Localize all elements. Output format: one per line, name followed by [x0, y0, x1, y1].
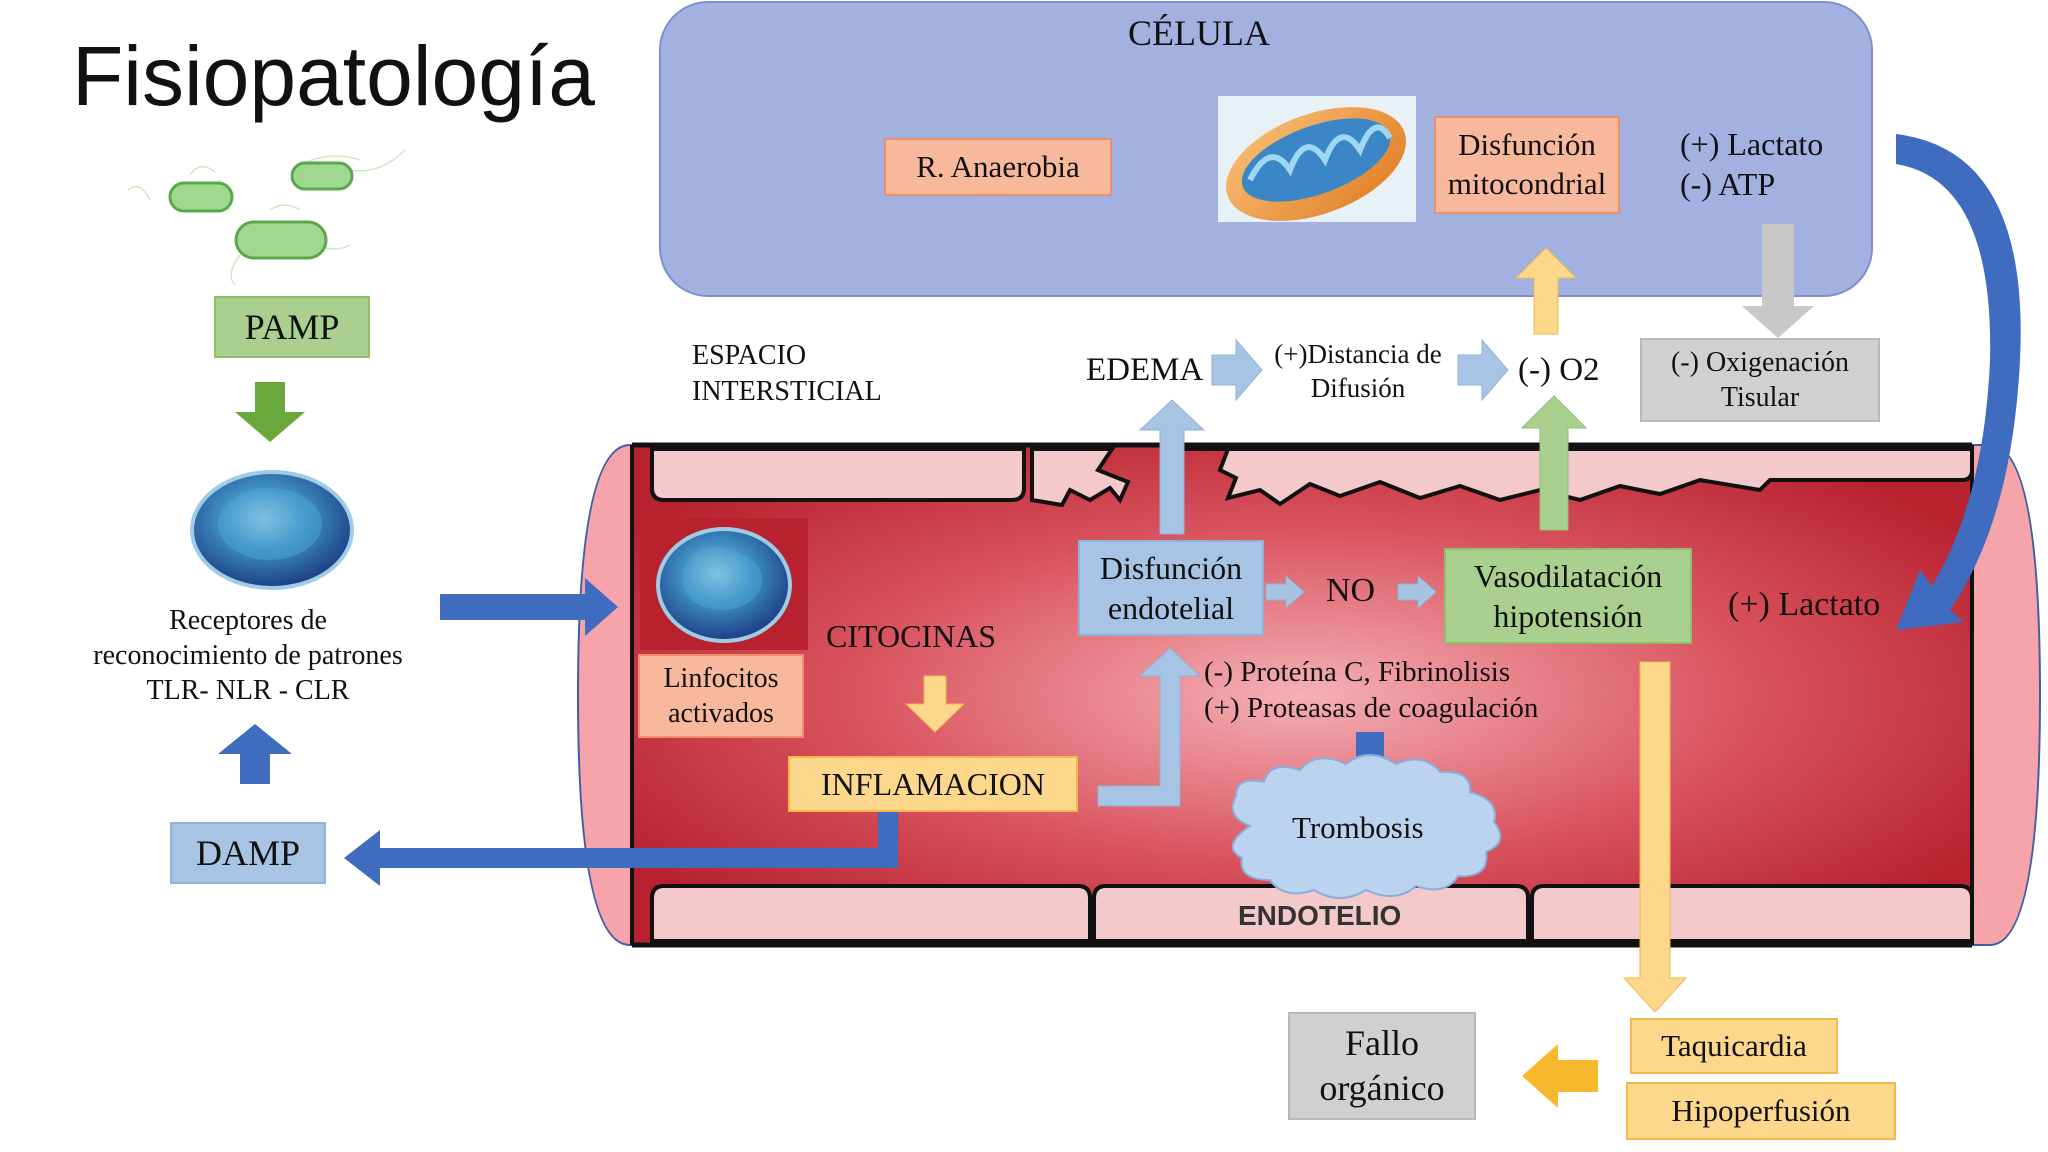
receptores-label: Receptores de reconocimiento de patrones…: [60, 598, 436, 712]
inflamacion-box: INFLAMACION: [788, 756, 1078, 812]
receptores-line3: TLR- NLR - CLR: [146, 674, 350, 706]
fallo-line1: Fallo: [1344, 1023, 1419, 1063]
inflamacion-label: INFLAMACION: [821, 766, 1045, 802]
vessel-lactato-label: (+) Lactato: [1728, 586, 1881, 623]
espacio-intersticial-line1: ESPACIO: [692, 340, 807, 371]
arrow-distancia-to-o2: [1457, 338, 1509, 402]
r-anaerobia-box: R. Anaerobia: [884, 138, 1112, 196]
pamp-label: PAMP: [244, 306, 340, 347]
vasodilatacion-line2: hipotensión: [1493, 598, 1643, 634]
arrow-citocinas-down: [904, 675, 966, 733]
linfocitos-box: Linfocitos activados: [638, 654, 804, 738]
lymphocyte-illustration: [656, 527, 792, 643]
espacio-intersticial-line2: INTERSTICIAL: [692, 376, 882, 407]
trombosis-cloud: [1231, 754, 1502, 899]
hipoperfusion-box: Hipoperfusión: [1626, 1082, 1896, 1140]
oxigenacion-line2: Tisular: [1720, 382, 1800, 413]
r-anaerobia-label: R. Anaerobia: [916, 148, 1080, 184]
cell-lactato-label: (+) Lactato: [1680, 126, 1824, 162]
arrow-atp-to-oxigenacion: [1742, 224, 1814, 338]
distancia-difusion-label: (+)Distancia de Difusión: [1262, 334, 1454, 410]
oxigenacion-line1: (-) Oxigenación: [1670, 347, 1850, 378]
receptores-line1: Receptores de: [169, 604, 327, 636]
disfuncion-mitocondrial-box: Disfunción mitocondrial: [1434, 116, 1620, 214]
hipoperfusion-label: Hipoperfusión: [1671, 1092, 1851, 1128]
edema-label: EDEMA: [1086, 352, 1204, 388]
trombosis-label: Trombosis: [1292, 810, 1424, 845]
disfuncion-endotelial-line2: endotelial: [1107, 590, 1235, 626]
oxigenacion-tisular-box: (-) Oxigenación Tisular: [1640, 338, 1880, 422]
cell-label: CÉLULA: [1128, 13, 1270, 53]
damp-box: DAMP: [170, 822, 326, 884]
no-label: NO: [1326, 572, 1376, 609]
endotelio-label: ENDOTELIO: [1238, 900, 1402, 931]
damp-label: DAMP: [195, 832, 301, 873]
disfuncion-endotelial-box: Disfunción endotelial: [1078, 540, 1264, 636]
bacteria-illustration: [127, 149, 406, 286]
arrow-lactato-curve: [1896, 134, 2021, 630]
arrow-inflamacion-to-damp: [344, 810, 898, 886]
citocinas-label: CITOCINAS: [826, 618, 997, 654]
arrow-taquicardia-to-fallo: [1522, 1044, 1598, 1108]
immune-cell-illustration: [190, 470, 354, 590]
fallo-organico-box: Fallo orgánico: [1288, 1012, 1476, 1120]
arrow-o2-to-mitocondrial: [1514, 247, 1578, 335]
arrow-receptors-to-vessel: [440, 578, 618, 636]
cell-atp-label: (-) ATP: [1680, 166, 1776, 202]
proteina-c-label: (-) Proteína C, Fibrinolisis: [1204, 656, 1511, 688]
arrow-vasodilatacion-to-taquicardia: [1622, 661, 1688, 1013]
arrow-no-to-vasodilatacion: [1397, 574, 1437, 610]
disfuncion-mitocondrial-line2: mitocondrial: [1447, 166, 1607, 201]
distancia-line2: Difusión: [1310, 373, 1406, 403]
linfocitos-line2: activados: [668, 698, 774, 729]
o2-label: (-) O2: [1518, 352, 1600, 388]
linfocitos-line1: Linfocitos: [663, 663, 779, 694]
arrow-disfuncion-to-no: [1265, 574, 1305, 610]
vasodilatacion-line1: Vasodilatación: [1473, 558, 1663, 594]
mitochondria-illustration: [1226, 107, 1406, 221]
arrow-vasodilatacion-to-o2: [1520, 395, 1588, 531]
arrow-disfuncion-to-edema: [1138, 399, 1206, 535]
disfuncion-mitocondrial-line1: Disfunción: [1458, 127, 1596, 163]
arrow-pamp-down: [235, 382, 305, 442]
arrow-inflamacion-to-disfuncion: [1097, 647, 1202, 807]
distancia-line1: (+)Distancia de: [1274, 339, 1442, 370]
arrow-edema-to-distancia: [1211, 338, 1263, 402]
arrow-damp-up: [218, 724, 292, 784]
disfuncion-endotelial-line1: Disfunción: [1099, 550, 1243, 586]
vasodilatacion-box: Vasodilatación hipotensión: [1444, 548, 1692, 644]
proteasas-label: (+) Proteasas de coagulación: [1204, 692, 1539, 724]
page-title: Fisiopatología: [72, 29, 595, 123]
taquicardia-label: Taquicardia: [1661, 1027, 1807, 1063]
pamp-box: PAMP: [214, 296, 370, 358]
receptores-line2: reconocimiento de patrones: [93, 639, 403, 671]
taquicardia-box: Taquicardia: [1630, 1018, 1838, 1074]
fallo-line2: orgánico: [1319, 1068, 1445, 1108]
